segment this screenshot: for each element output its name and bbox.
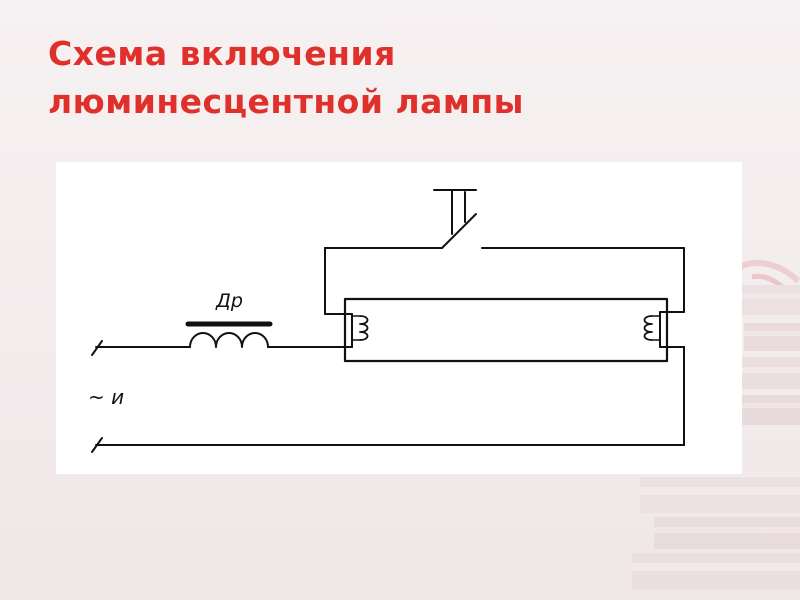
filament-right-coil (643, 315, 653, 341)
book-edge (654, 527, 800, 533)
bookmark-ribbon (738, 260, 800, 284)
book-edge (738, 293, 800, 299)
book (738, 285, 800, 315)
book-edge (640, 487, 800, 495)
starter-switch-blade (441, 213, 477, 249)
voltage-label: ~ и (88, 385, 124, 409)
title-line-2: люминесцентной лампы (48, 82, 524, 121)
circuit-diagram-panel: Др ~ и (56, 162, 742, 474)
title-line-1: Схема включения (48, 34, 396, 73)
book-edge (744, 331, 800, 336)
choke-label: Др (215, 290, 243, 312)
book-edge (632, 563, 800, 571)
books-decoration (632, 260, 800, 589)
lamp-tube (343, 297, 669, 363)
page-title: Схема включения люминесцентной лампы (48, 30, 688, 126)
book-edge (742, 403, 800, 408)
book (744, 323, 800, 351)
circuit-diagram: Др ~ и (88, 189, 685, 453)
book-edge (730, 367, 800, 373)
book (742, 395, 800, 425)
choke-coil (189, 332, 269, 348)
filament-left-coil (359, 315, 369, 341)
